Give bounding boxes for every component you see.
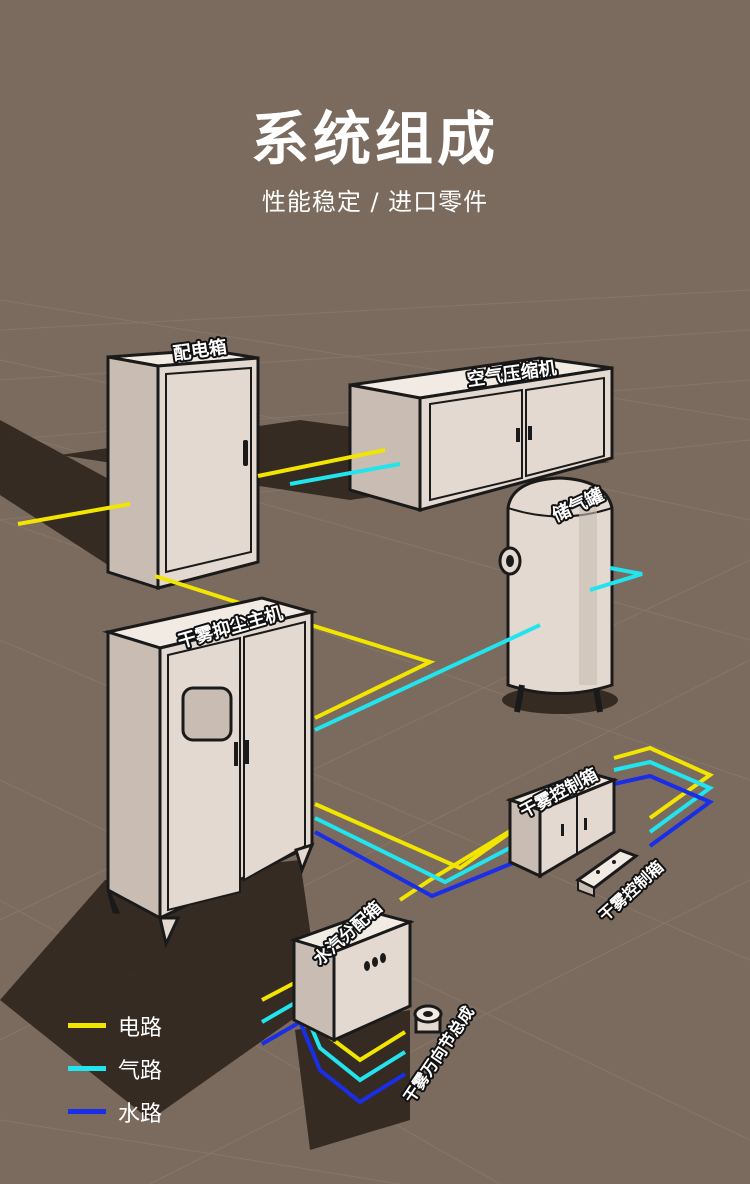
- air-compressor: [348, 356, 614, 512]
- legend-swatch-electric: [68, 1023, 106, 1028]
- legend-label-electric: 电路: [118, 1015, 163, 1041]
- main-unit: [102, 596, 318, 949]
- legend-item-water: 水路: [68, 1090, 162, 1133]
- legend-label-air: 气路: [118, 1058, 163, 1084]
- water-gas-box: [289, 910, 415, 1043]
- legend: 电路 气路 水路: [68, 1004, 162, 1133]
- legend-item-air: 气路: [68, 1047, 162, 1090]
- manifold-bar: [575, 848, 640, 898]
- legend-item-electric: 电路: [68, 1004, 162, 1047]
- page-title: 系统组成: [250, 105, 499, 173]
- distribution-box: [106, 348, 260, 591]
- legend-label-water: 水路: [118, 1101, 163, 1127]
- gas-tank: [498, 476, 614, 713]
- nozzle: [413, 1004, 443, 1034]
- page-subtitle: 性能稳定 / 进口零件: [261, 188, 489, 216]
- legend-swatch-water: [68, 1109, 106, 1114]
- legend-swatch-air: [68, 1066, 106, 1071]
- control-box: [505, 770, 619, 879]
